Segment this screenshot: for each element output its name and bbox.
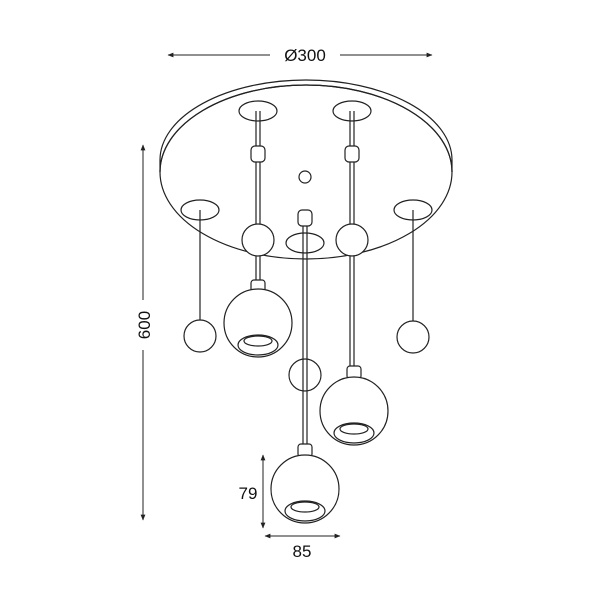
center-screw	[298, 170, 312, 184]
shade-width-label: 85	[293, 542, 312, 561]
ceiling-canopy	[159, 79, 453, 260]
lamp-right	[319, 111, 389, 446]
shade-width-dimension: 85	[264, 533, 341, 561]
shade-height-label: 79	[239, 484, 258, 503]
diameter-label: Ø300	[284, 46, 326, 65]
diameter-dimension: Ø300	[167, 46, 433, 65]
lamp-left	[223, 111, 293, 358]
height-dimension: 600	[135, 144, 154, 521]
shade-height-dimension: 79	[239, 454, 266, 529]
decor-pendant-right	[396, 210, 430, 354]
decor-pendant-left	[183, 210, 217, 353]
lamp-center	[270, 209, 340, 524]
height-label: 600	[135, 311, 154, 339]
